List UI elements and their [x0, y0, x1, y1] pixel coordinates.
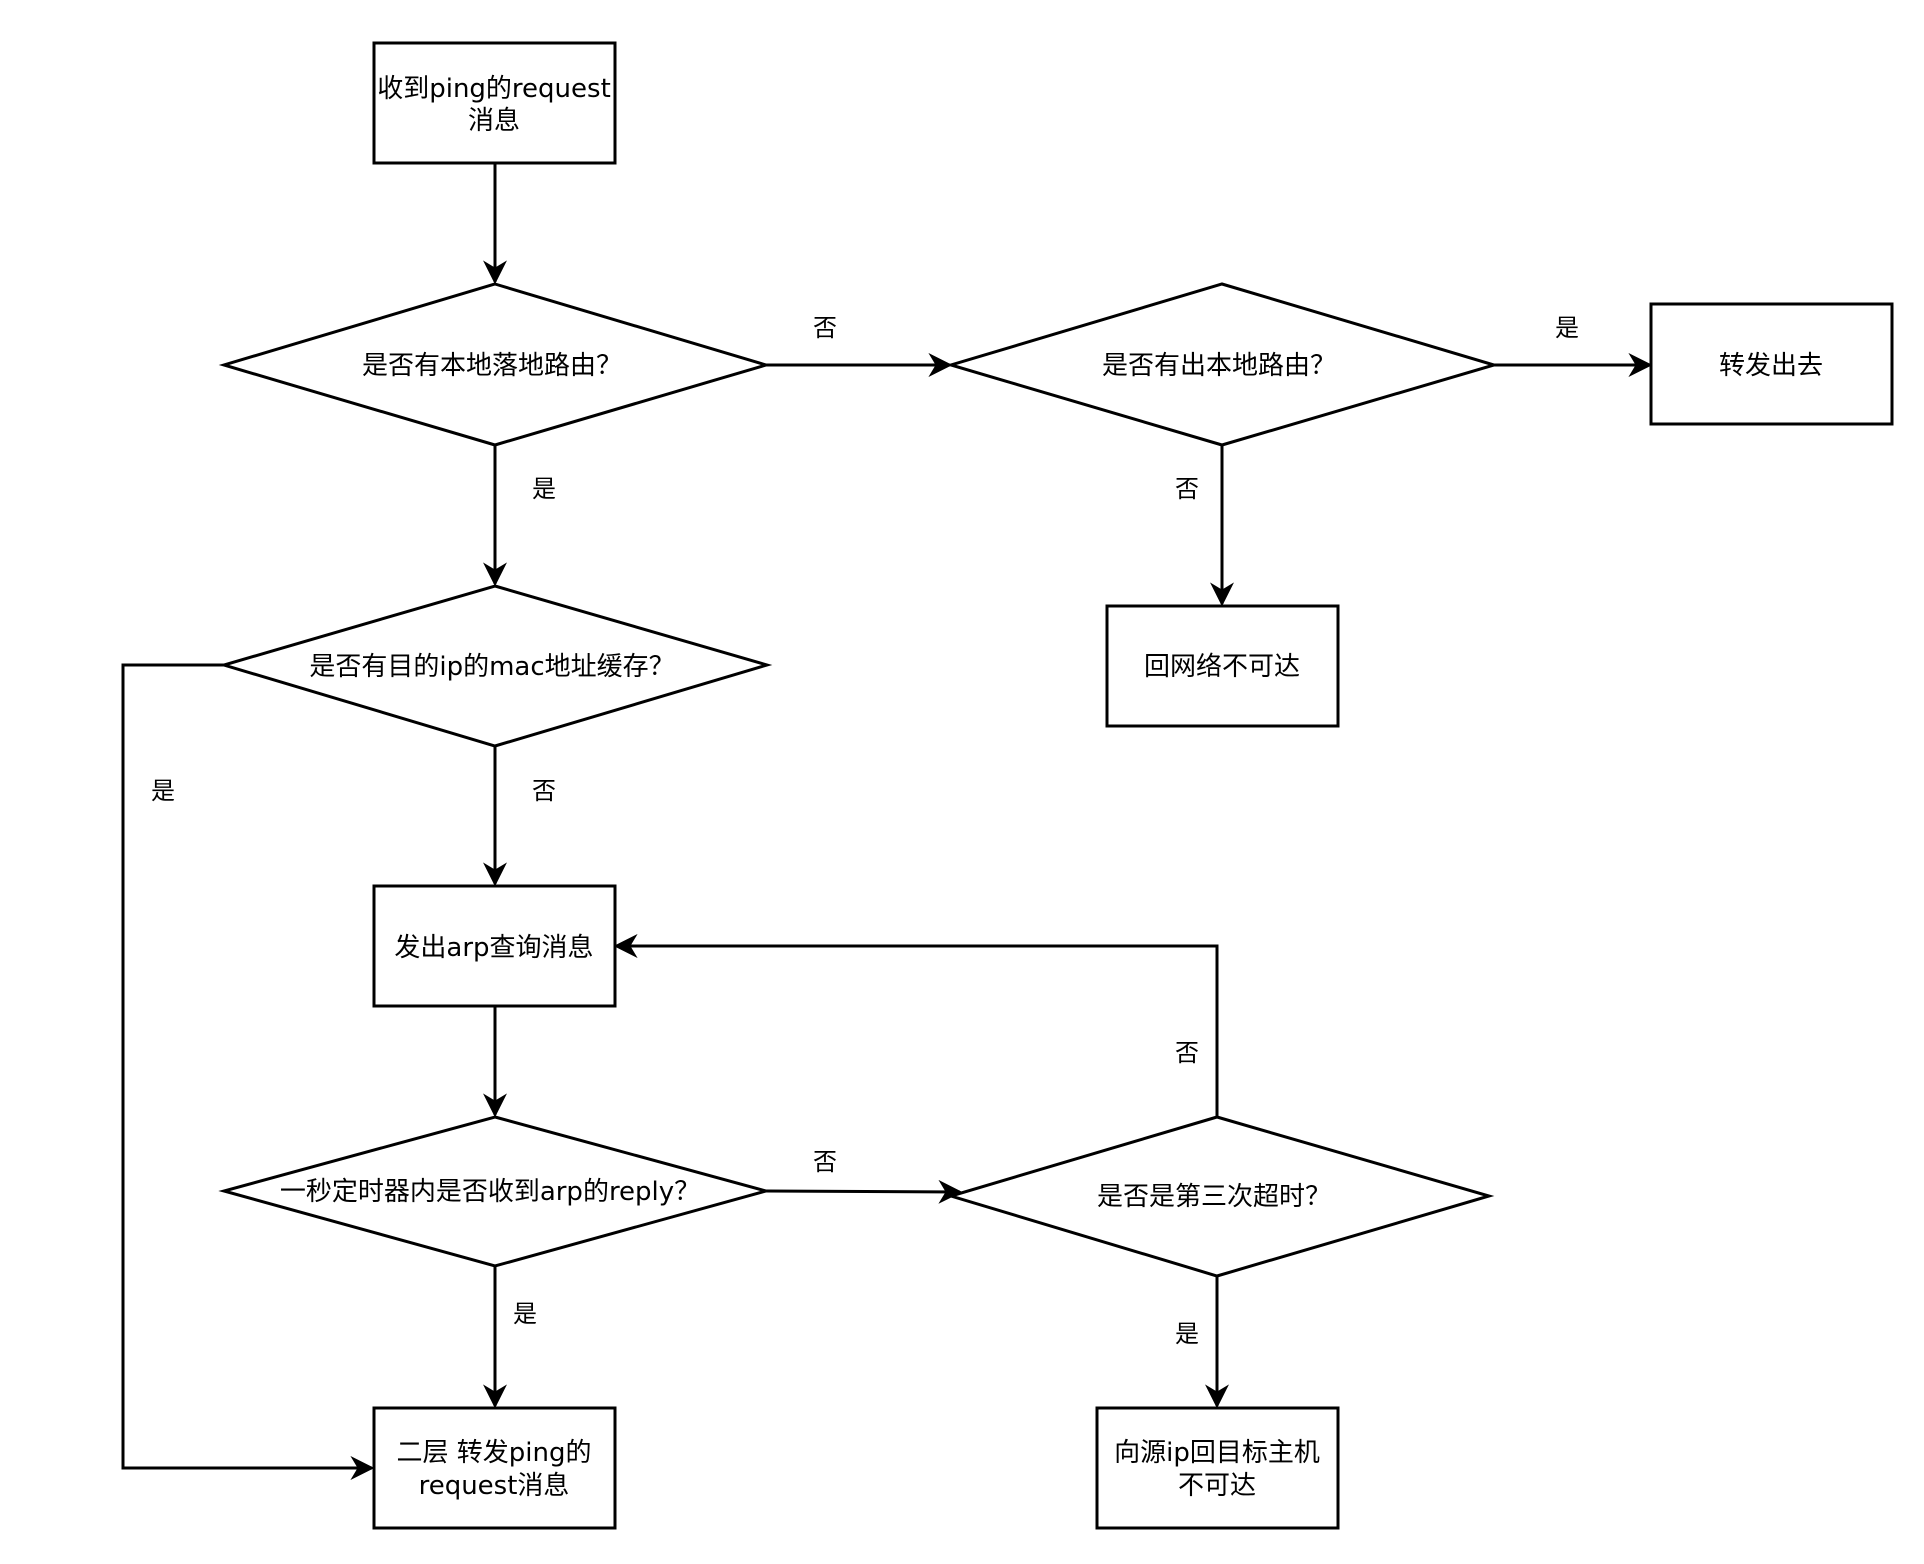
node-out-route-label: 是否有出本地路由？	[1102, 351, 1336, 381]
edge-label-mac-cache-no: 否	[532, 777, 556, 805]
edge-arp-reply-no	[765, 1179, 963, 1204]
node-start: 收到ping的request 消息	[372, 41, 617, 165]
node-start-line2: 消息	[468, 106, 520, 136]
edge-label-mac-cache-yes: 是	[151, 777, 175, 805]
edge-label-arp-reply-yes: 是	[513, 1300, 537, 1328]
edge-label-arp-reply-no: 否	[813, 1148, 837, 1176]
node-mac-cache-label: 是否有目的ip的mac地址缓存？	[309, 652, 674, 682]
node-l2-forward-line2: request消息	[419, 1471, 570, 1501]
edge-mac-cache-yes	[121, 663, 375, 1480]
edge-label-local-route-yes: 是	[532, 475, 556, 503]
node-host-unreachable-line2: 不可达	[1178, 1471, 1256, 1501]
node-host-unreachable: 向源ip回目标主机 不可达	[1095, 1406, 1340, 1530]
node-send-arp-label: 发出arp查询消息	[394, 933, 593, 963]
node-forward-out: 转发出去	[1649, 302, 1894, 426]
node-send-arp: 发出arp查询消息	[372, 884, 617, 1008]
node-local-route-label: 是否有本地落地路由？	[362, 351, 622, 381]
node-l2-forward: 二层 转发ping的 request消息	[372, 1406, 617, 1530]
edge-label-third-timeout-no: 否	[1175, 1039, 1199, 1067]
node-third-timeout-label: 是否是第三次超时？	[1097, 1182, 1331, 1212]
edge-label-local-route-no: 否	[813, 314, 837, 342]
node-forward-out-label: 转发出去	[1719, 351, 1823, 381]
edge-label-out-route-yes: 是	[1555, 314, 1579, 342]
node-local-route: 是否有本地落地路由？	[218, 282, 772, 447]
edge-label-out-route-no: 否	[1175, 475, 1199, 503]
node-arp-reply: 一秒定时器内是否收到arp的reply？	[218, 1115, 772, 1268]
node-start-line1: 收到ping的request	[377, 74, 611, 104]
node-arp-reply-label: 一秒定时器内是否收到arp的reply？	[280, 1177, 700, 1207]
node-net-unreachable: 回网络不可达	[1105, 604, 1340, 728]
node-host-unreachable-line1: 向源ip回目标主机	[1114, 1438, 1320, 1468]
edge-third-timeout-no	[613, 934, 1219, 1116]
node-mac-cache: 是否有目的ip的mac地址缓存？	[218, 584, 773, 748]
node-third-timeout: 是否是第三次超时？	[945, 1115, 1495, 1278]
edge-label-third-timeout-yes: 是	[1175, 1320, 1199, 1348]
node-l2-forward-line1: 二层 转发ping的	[397, 1438, 592, 1468]
node-out-route: 是否有出本地路由？	[945, 282, 1500, 447]
node-net-unreachable-label: 回网络不可达	[1144, 652, 1300, 682]
